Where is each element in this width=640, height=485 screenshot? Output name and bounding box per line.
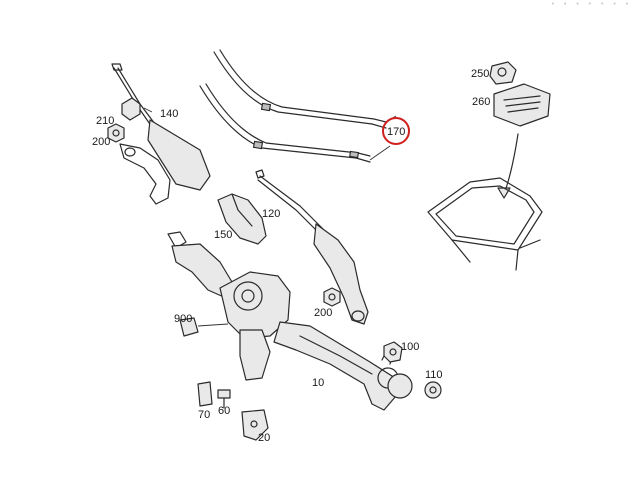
leader-140 [143,107,153,113]
nut-200-right [323,287,341,307]
rain-sensor-250 [489,61,517,85]
callout-200-right: 200 [314,307,332,319]
nut-200-left [107,123,125,143]
wiper-blade-lower [199,83,371,163]
callout-10: 10 [312,377,324,389]
bushing-70 [197,381,213,407]
cover-150 [217,193,267,245]
callout-120: 120 [262,208,280,220]
callout-70: 70 [198,409,210,421]
window-dots-decoration: • • • • • • • [550,0,632,8]
grommet-900 [179,317,229,337]
callout-100: 100 [401,341,419,353]
washer-100 [383,341,403,363]
wiper-arm-120 [255,169,369,325]
wiper-blade-upper [213,49,387,129]
wiper-linkage-10 [167,231,413,411]
screw-60 [217,389,231,409]
callout-60: 60 [218,405,230,417]
sensor-cover-260 [493,83,551,127]
callout-250: 250 [471,68,489,80]
highlight-ring-170 [382,117,410,145]
bracket-20 [241,409,269,441]
cap-110 [424,381,442,399]
callout-170: 170 [387,126,405,138]
callout-110: 110 [425,369,443,381]
callout-140: 140 [160,108,178,120]
windshield-outline [427,177,543,271]
callout-200-left: 200 [92,136,110,148]
callout-210: 210 [96,115,114,127]
cap-210 [121,97,141,121]
callout-260: 260 [472,96,490,108]
callout-900: 900 [174,313,192,325]
callout-150: 150 [214,229,232,241]
callout-20: 20 [258,432,270,444]
